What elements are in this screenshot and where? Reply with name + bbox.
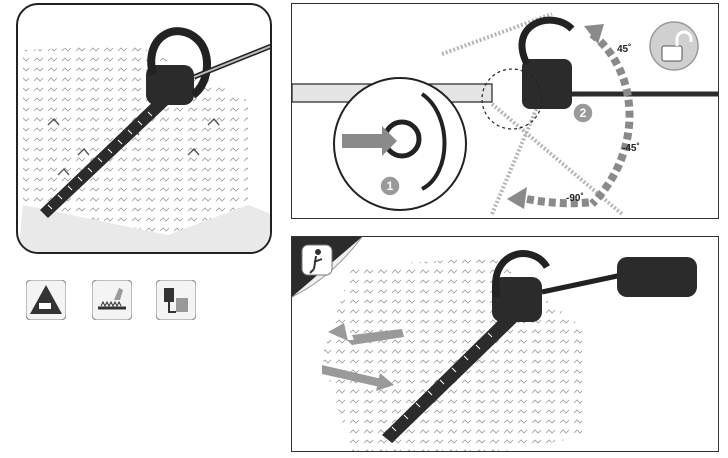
blade-teeth: [47, 111, 153, 210]
hedge-background: [322, 257, 582, 451]
ground-shading: [18, 205, 270, 252]
push-arrow-icon: [342, 126, 397, 156]
step-badge-1: [379, 175, 401, 197]
trimmer-illustration: [18, 27, 270, 252]
step-badge-2: [572, 102, 594, 124]
trimmer-d-handle: [518, 16, 575, 66]
rotate-arrow-icon: [589, 30, 634, 207]
trimmer-shaft: [541, 272, 623, 295]
collar-arm: [420, 92, 447, 191]
cut-direction-arrow-back: [347, 329, 404, 345]
step-badge-1-label: 1: [387, 179, 394, 193]
step-badge-2-label: 2: [580, 106, 587, 120]
trimmer-blade: [40, 97, 168, 218]
angle-label-plus45: 45˚: [617, 44, 632, 55]
cutting-illustration: [292, 237, 697, 451]
illustration-panel-cutting: [291, 236, 719, 452]
blade-hazard-icon: [92, 280, 132, 320]
wear-protection-warning-icon: [26, 280, 66, 320]
angle-label-minus45: -45˚: [622, 143, 640, 154]
illustration-panel-rotation: 1 2 45˚ -45˚ -90˚: [291, 3, 719, 219]
rotation-ring: [481, 68, 543, 130]
trimmer-blade: [382, 307, 522, 443]
rotation-illustration: 1 2: [292, 12, 718, 216]
trimmer-motor-housing: [617, 257, 697, 297]
trimmer-head: [522, 59, 572, 109]
unplug-before-maintenance-icon: [156, 280, 196, 320]
blade-teeth: [391, 332, 493, 432]
cut-direction-arrow-forward: [322, 365, 382, 387]
angle-label-minus90: -90˚: [566, 193, 584, 204]
trimmer-body: [146, 65, 194, 105]
illustration-panel-trimmer: [16, 3, 272, 254]
trimmer-body: [492, 277, 542, 322]
trimmer-d-handle: [492, 250, 550, 298]
trimmer-d-handle: [147, 27, 212, 99]
